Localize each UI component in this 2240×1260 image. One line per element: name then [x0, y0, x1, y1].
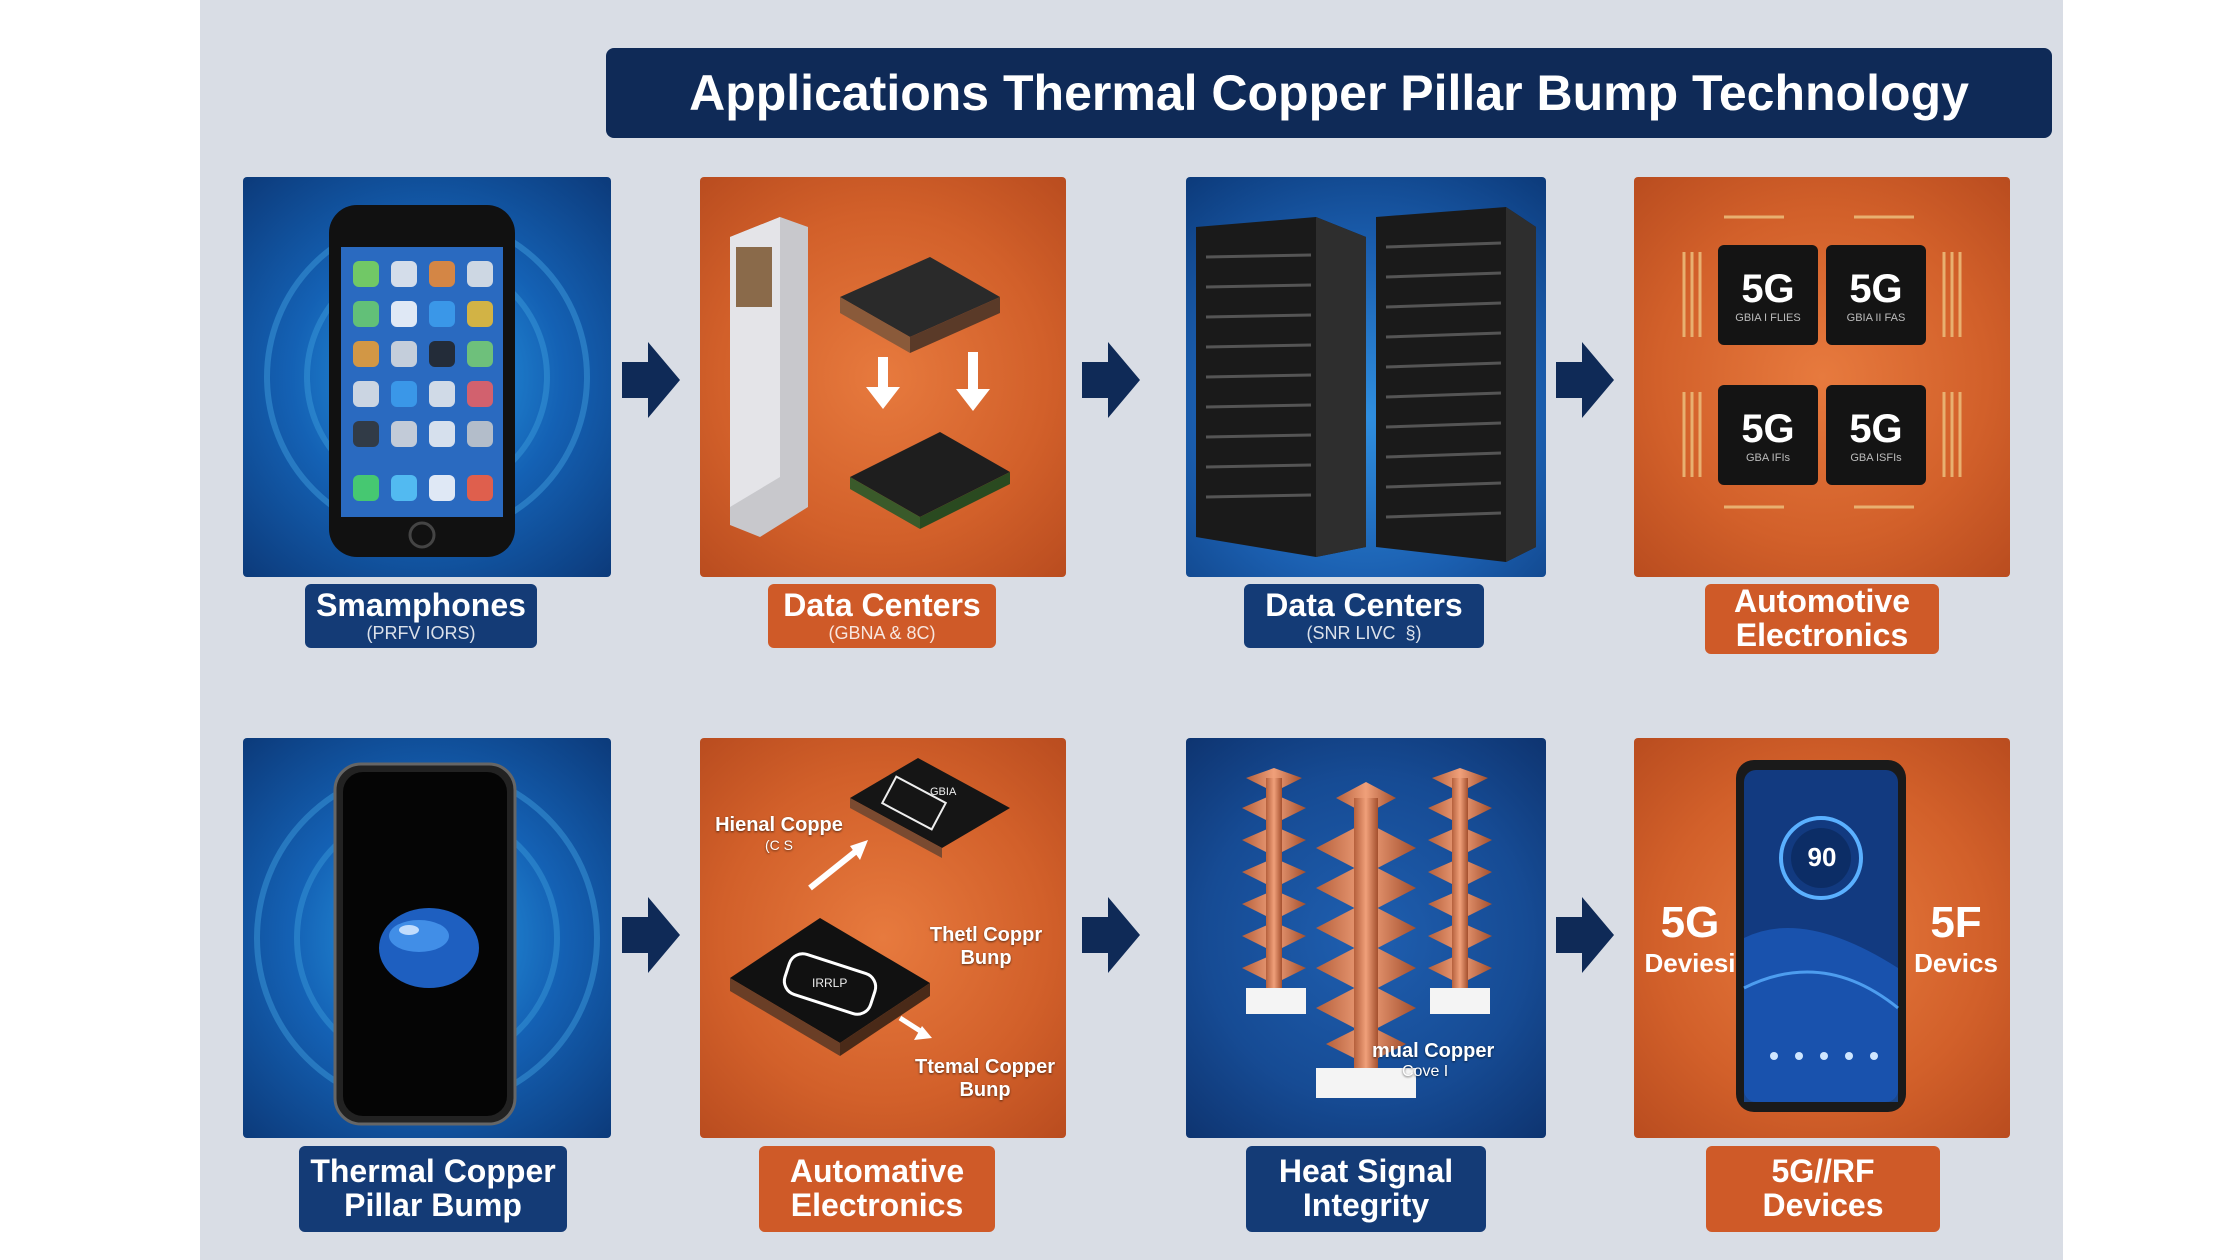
- annotation-3-text: Ttemal Copper: [914, 1056, 1056, 1078]
- heat-signal-label-line2: Integrity: [1302, 1187, 1430, 1223]
- copper-caption-sub: Cove I: [1402, 1063, 1449, 1080]
- automative-label: Automative Electronics: [759, 1146, 995, 1232]
- annotation-3-sub: Bunp: [959, 1079, 1011, 1101]
- data-centers-chip-tile: [700, 177, 1066, 577]
- thermal-copper-label: Thermal Copper Pillar Bump: [299, 1146, 567, 1232]
- data-centers-label-2-text: Data Centers: [1265, 586, 1463, 623]
- heat-signal-label: Heat Signal Integrity: [1246, 1146, 1486, 1232]
- 5g-chip-label: 5G: [1849, 266, 1903, 311]
- annotation-2-text: Thetl Coppr: [929, 924, 1043, 946]
- smartphone-icon: [264, 205, 590, 557]
- data-centers-label-2: Data Centers (SNR LIVC §): [1244, 584, 1484, 648]
- smartphones-label-sub: (PRFV IORS): [366, 623, 476, 644]
- thermal-copper-label-line1: Thermal Copper: [310, 1153, 556, 1190]
- copper-pillar-tile: mual Copper Cove I: [1186, 738, 1546, 1138]
- automotive-5g-tile: 5G GBIA I FLIES 5G GBIA II FAS 5G GBA IF…: [1634, 177, 2010, 577]
- infographic-canvas: Applications Thermal Copper Pillar Bump …: [200, 0, 2063, 1260]
- 5g-chip: 5G GBA ISFIs: [1826, 385, 1926, 485]
- annotation-1: Hienal Coppe (C S: [714, 814, 844, 853]
- 5g-rf-label-line1: 5G//RF: [1771, 1153, 1875, 1190]
- thermal-phone-tile: [243, 738, 611, 1138]
- chip-stack-tile: Hienal Coppe (C S Thetl Coppr Bunp Ttema…: [700, 738, 1066, 1138]
- copper-caption-text: mual Copper: [1372, 1040, 1495, 1062]
- 5g-left-text: 5G Deviesi: [1640, 898, 1740, 979]
- page-title: Applications Thermal Copper Pillar Bump …: [606, 48, 2052, 138]
- arrow-right-icon: [1556, 342, 1614, 418]
- 5g-chip-sub: GBA ISFIs: [1850, 451, 1902, 464]
- copper-pillar-icon: [1242, 768, 1492, 1098]
- arrow-right-icon: [1082, 897, 1140, 973]
- 5g-chip-sub: GBA IFIs: [1745, 451, 1790, 464]
- annotation-2: Thetl Coppr Bunp: [916, 924, 1056, 970]
- server-chip-icon: [730, 217, 1010, 537]
- 5f-right-sub: Devics: [1914, 948, 1998, 978]
- data-centers-rack-tile: [1186, 177, 1546, 577]
- 5g-rf-label-line2: Devices: [1762, 1187, 1884, 1223]
- smartphones-label: Smamphones (PRFV IORS): [305, 584, 537, 648]
- 5g-chip: 5G GBIA I FLIES: [1718, 245, 1818, 345]
- smartphones-tile: [243, 177, 611, 577]
- 5g-chip-label: 5G: [1741, 266, 1795, 311]
- 5g-chip: 5G GBA IFIs: [1718, 385, 1818, 485]
- smartphones-label-text: Smamphones: [316, 586, 526, 623]
- automative-label-line2: Electronics: [790, 1187, 964, 1223]
- 5g-chip-label: 5G: [1849, 406, 1903, 451]
- data-centers-label-2-sub: (SNR LIVC §): [1306, 623, 1422, 644]
- 5g-chip-sub: GBIA I FLIES: [1735, 311, 1801, 324]
- annotation-1-sub: (C S: [765, 837, 793, 853]
- arrow-right-icon: [622, 897, 680, 973]
- data-centers-label-1: Data Centers (GBNA & 8C): [768, 584, 996, 648]
- automative-label-line1: Automative: [789, 1153, 965, 1190]
- smartphone-droplet-icon: [254, 762, 600, 1126]
- data-centers-label-1-sub: (GBNA & 8C): [828, 623, 936, 644]
- 5g-phone-icon: [1736, 760, 1906, 1112]
- chip-text-bottom: IRRLP: [812, 976, 848, 990]
- 5g-chip-sub: GBIA II FAS: [1846, 311, 1906, 324]
- annotation-3: Ttemal Copper Bunp: [910, 1056, 1060, 1102]
- 5g-left-sub: Deviesi: [1644, 948, 1736, 978]
- 5g-chip: 5G GBIA II FAS: [1826, 245, 1926, 345]
- arrow-right-icon: [622, 342, 680, 418]
- copper-caption: mual Copper Cove I: [1372, 1040, 1542, 1081]
- chip-text-top: GBIA: [930, 786, 957, 798]
- 5f-right-text: 5F Devics: [1906, 898, 2006, 979]
- thermal-copper-label-line2: Pillar Bump: [344, 1187, 522, 1223]
- automotive-label-1-line2: Electronics: [1735, 617, 1909, 653]
- chip-stack-icon: [730, 758, 1010, 1056]
- screen-value: 90: [1807, 842, 1837, 872]
- 5g-left-main: 5G: [1660, 898, 1720, 947]
- 5g-rf-label: 5G//RF Devices: [1706, 1146, 1940, 1232]
- 5f-right-main: 5F: [1930, 898, 1982, 947]
- arrow-right-icon: [1556, 897, 1614, 973]
- automotive-label-1: Automotive Electronics: [1705, 584, 1939, 654]
- server-rack-icon: [1196, 207, 1536, 562]
- automotive-label-1-line1: Automotive: [1734, 583, 1910, 620]
- heat-signal-label-line1: Heat Signal: [1278, 1153, 1454, 1190]
- annotation-1-text: Hienal Coppe: [715, 814, 843, 836]
- data-centers-label-1-text: Data Centers: [783, 586, 981, 623]
- 5g-chip-grid-icon: [1682, 215, 1962, 509]
- annotation-2-sub: Bunp: [960, 947, 1012, 969]
- arrow-right-icon: [1082, 342, 1140, 418]
- 5g-devices-tile: 90 5G Deviesi 5F Devics: [1634, 738, 2010, 1138]
- 5g-chip-label: 5G: [1741, 406, 1795, 451]
